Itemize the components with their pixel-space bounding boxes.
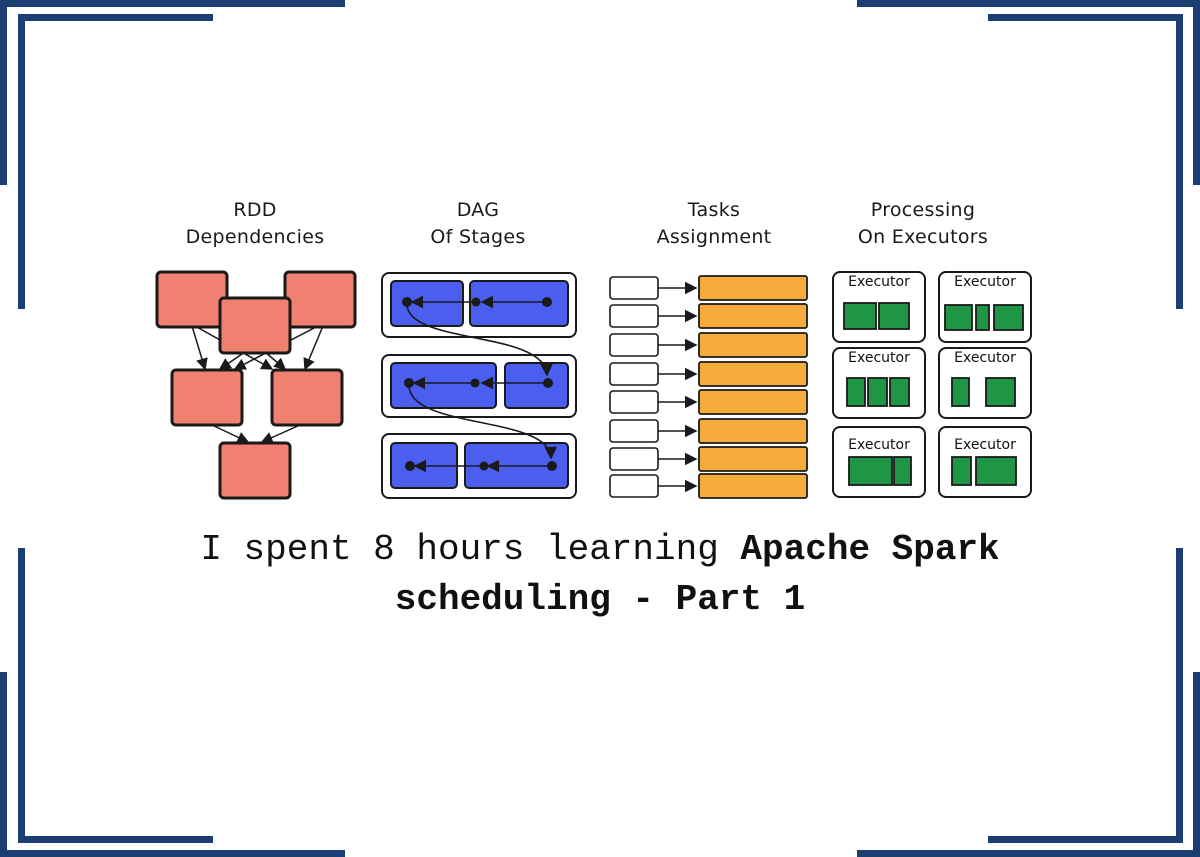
executor-task <box>846 377 866 407</box>
rdd-node <box>283 270 357 329</box>
rdd-node <box>218 296 292 355</box>
panel-label-line: Processing <box>870 199 976 221</box>
task-bar <box>698 332 808 358</box>
rdd-node <box>270 368 344 427</box>
stage-block <box>469 280 569 327</box>
panel-label-line: Assignment <box>656 226 772 248</box>
rdd-node <box>218 441 292 500</box>
stage-container <box>381 272 577 338</box>
rdd-dependency-graph <box>155 270 357 500</box>
panel-label-executors: Processing On Executors <box>823 197 1023 251</box>
headline-bold-text: Apache Spark <box>740 529 1000 570</box>
stage-container <box>381 354 577 418</box>
executor-task <box>951 377 970 407</box>
headline-line-1: I spent 8 hours learning Apache Spark <box>0 525 1200 575</box>
executor-grid <box>832 271 1032 498</box>
executor-task <box>944 304 973 331</box>
task-slot <box>609 474 659 498</box>
executor-task <box>843 302 877 330</box>
executor-task <box>889 377 910 407</box>
stage-block <box>390 280 464 327</box>
task-slot <box>609 276 659 300</box>
executor-task <box>893 456 912 486</box>
task-bar <box>698 446 808 472</box>
headline-line-2: scheduling - Part 1 <box>0 575 1200 625</box>
executor-task <box>985 377 1016 407</box>
panel-label-line: DAG <box>456 199 500 221</box>
executor-label: Executor <box>954 437 1016 453</box>
executor-label: Executor <box>954 274 1016 290</box>
dag-of-stages <box>381 272 577 499</box>
stage-block <box>504 362 569 409</box>
task-slot <box>609 447 659 471</box>
panel-label-line: Dependencies <box>185 226 325 248</box>
panel-label-line: RDD <box>233 199 277 221</box>
task-slot <box>609 419 659 443</box>
stage-container <box>381 433 577 499</box>
executor-task <box>878 302 910 330</box>
executor-task <box>951 456 972 486</box>
executor-label: Executor <box>954 350 1016 366</box>
panel-label-dag: DAG Of Stages <box>378 197 578 251</box>
panel-label-line: On Executors <box>857 226 989 248</box>
executor-label: Executor <box>848 350 910 366</box>
task-bar <box>698 418 808 444</box>
executor-task <box>975 304 990 331</box>
stage-block <box>390 362 497 409</box>
headline-plain-text: I spent 8 hours learning <box>200 529 741 570</box>
executor-task <box>993 304 1024 331</box>
panel-label-line: Tasks <box>687 199 741 221</box>
article-headline: I spent 8 hours learning Apache Spark sc… <box>0 525 1200 625</box>
executor-task <box>867 377 888 407</box>
panel-label-rdd: RDD Dependencies <box>155 197 355 251</box>
executor-label: Executor <box>848 437 910 453</box>
task-slot <box>609 390 659 414</box>
executor-label: Executor <box>848 274 910 290</box>
task-slot <box>609 304 659 328</box>
executor-task <box>848 456 893 486</box>
rdd-node <box>155 270 229 329</box>
task-bar <box>698 361 808 387</box>
executor-task <box>975 456 1017 486</box>
task-bar <box>698 473 808 499</box>
task-bar <box>698 275 808 301</box>
task-slot <box>609 333 659 357</box>
tasks-assignment <box>609 275 808 499</box>
rdd-node <box>170 368 244 427</box>
panel-label-tasks: Tasks Assignment <box>614 197 814 251</box>
headline-bold-text-2: scheduling - Part 1 <box>394 579 806 620</box>
task-bar <box>698 389 808 415</box>
panel-label-line: Of Stages <box>430 226 526 248</box>
task-slot <box>609 362 659 386</box>
task-bar <box>698 303 808 329</box>
